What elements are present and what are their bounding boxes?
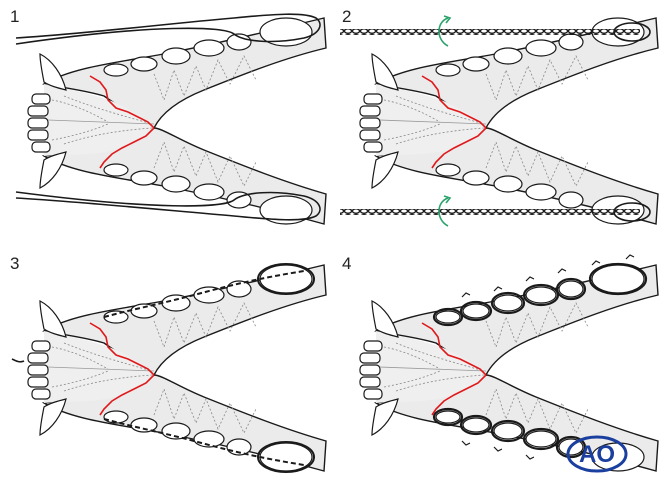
- panel-step-2: 2: [336, 4, 661, 242]
- step-number: 1: [10, 7, 19, 26]
- step-number: 4: [342, 254, 351, 273]
- step-number: 3: [10, 254, 19, 273]
- ao-logo: AO: [566, 434, 628, 474]
- completed-ligatures: [432, 262, 648, 459]
- step-number: 2: [342, 7, 351, 26]
- panel-step-4: 4: [336, 251, 661, 489]
- panel-step-3: 3: [4, 251, 329, 489]
- ao-logo-text: AO: [579, 441, 615, 468]
- rotation-arrow-icon: [438, 15, 452, 227]
- twisted-wires: [340, 22, 651, 222]
- panel-step-1: 1: [4, 4, 329, 242]
- wire-cut-ends: [461, 254, 635, 460]
- wrapped-wires: [11, 263, 315, 473]
- loose-wire-loops: [15, 13, 321, 221]
